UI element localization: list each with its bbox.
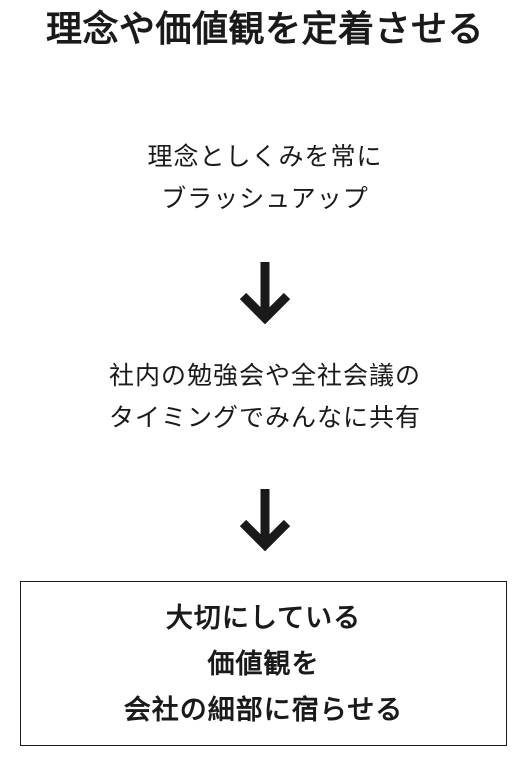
arrow-down-icon [239, 489, 291, 551]
step-share-line-1: 社内の勉強会や全社会議の [108, 361, 421, 390]
step-share: 社内の勉強会や全社会議の タイミングでみんなに共有 [0, 355, 530, 439]
result-box: 大切にしている 価値観を 会社の細部に宿らせる [20, 581, 507, 746]
step-refine-line-2: ブラッシュアップ [161, 184, 369, 213]
diagram-title: 理念や価値観を定着させる [45, 9, 484, 50]
arrow-down-icon [239, 262, 291, 324]
step-share-line-2: タイミングでみんなに共有 [108, 403, 421, 432]
result-line-2: 価値観を [207, 649, 320, 680]
step-refine: 理念としくみを常に ブラッシュアップ [0, 136, 530, 220]
result-line-1: 大切にしている [165, 603, 362, 634]
step-refine-line-1: 理念としくみを常に [147, 142, 383, 171]
result-line-3: 会社の細部に宿らせる [123, 695, 404, 726]
